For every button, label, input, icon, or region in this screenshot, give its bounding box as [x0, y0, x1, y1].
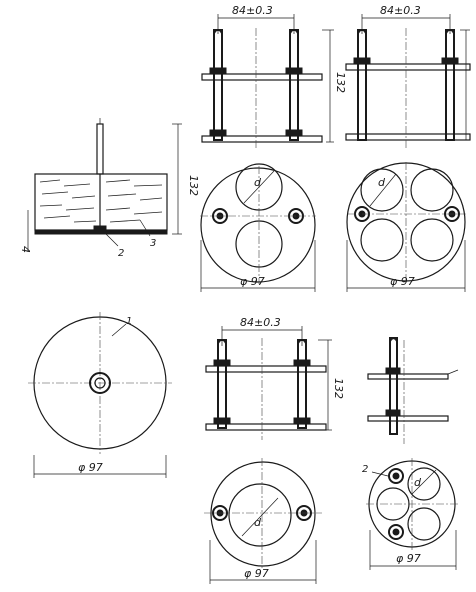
side-view-sample-assembly: 132 4 2 3 — [19, 118, 200, 259]
label-2: 2 — [118, 248, 124, 259]
label-1: 1 — [126, 316, 132, 327]
sample-hatching — [39, 179, 163, 223]
svg-text:132: 132 — [334, 72, 347, 93]
bolt-spacing-label: 84±0.3 — [232, 4, 273, 17]
svg-text:84±0.3: 84±0.3 — [240, 316, 281, 329]
fixture-c-plan-single-sample: d φ 97 — [204, 458, 322, 584]
svg-text:φ 97: φ 97 — [396, 552, 421, 565]
fixture-d-elevation — [367, 337, 459, 444]
svg-text:d: d — [414, 476, 422, 489]
sample-block — [34, 173, 168, 231]
center-nut — [89, 372, 111, 394]
base-thickness-label: 4 — [19, 246, 32, 253]
upper-plate — [201, 73, 323, 81]
svg-text:d: d — [378, 176, 386, 189]
svg-text:d: d — [254, 176, 262, 189]
sample-opening — [228, 483, 292, 547]
fixture-c-elevation: 84±0.3 132 — [205, 316, 345, 440]
fixture-b-plan-four-samples: d φ 97 — [346, 162, 466, 292]
fixture-b-elevation: 84±0.3 — [345, 4, 471, 148]
svg-text:d: d — [254, 516, 262, 529]
svg-text:132: 132 — [332, 378, 345, 399]
svg-text:φ 97: φ 97 — [240, 275, 265, 288]
svg-text:φ 97: φ 97 — [390, 275, 415, 288]
fixture-a-plan-two-samples: d φ 97 — [200, 163, 316, 292]
height-dim-label: 132 — [187, 175, 200, 196]
rod — [96, 123, 104, 175]
disc-plan-view: 1 φ 97 — [28, 312, 172, 478]
lower-plate — [201, 135, 323, 143]
fixture-a-elevation: 84±0.3 132 — [201, 4, 347, 150]
label-2-d: 2 — [362, 464, 368, 475]
diameter-label: φ 97 — [78, 461, 103, 474]
plate-outline — [200, 167, 316, 283]
svg-text:φ 97: φ 97 — [244, 567, 269, 580]
label-3: 3 — [150, 238, 156, 249]
fixture-d-plan-three-samples: d 2 φ 97 — [362, 458, 460, 570]
svg-text:84±0.3: 84±0.3 — [380, 4, 421, 17]
nut — [93, 225, 107, 232]
